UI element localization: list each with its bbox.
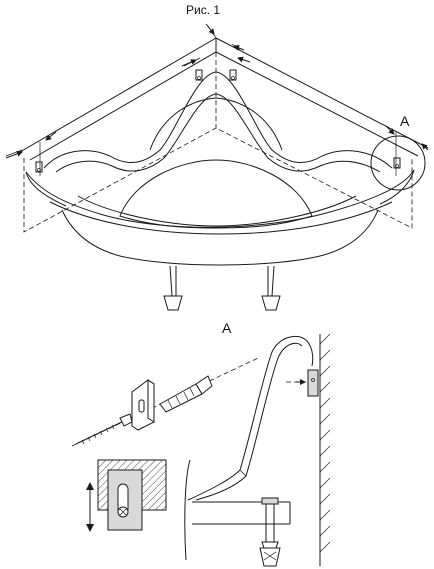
dimension-markers [5,23,429,176]
bathtub-shell [61,209,379,266]
callout-circle-a [370,135,426,191]
footprint-dash [23,127,413,233]
bathtub-floor [119,159,313,229]
vertical-adjust-arrow [86,482,94,532]
bathtub-leg-right [261,265,281,311]
bathtub-basin-rim [43,71,393,169]
bracket-left [35,161,43,173]
wall-hatched [319,333,331,566]
wall-dowel [159,375,213,413]
bracket-corner-right [229,69,237,81]
figure-title: Рис. 1 [186,3,221,17]
bracket-right [393,157,401,169]
bathtub-rim [25,169,415,228]
mounting-bracket-3d [131,379,155,431]
corner-bathtub [5,23,429,311]
mounting-screw [75,413,133,445]
wall-line-right [215,37,429,149]
detail-mounting [71,333,331,567]
support-leg [184,459,291,567]
callout-label-a: A [400,113,410,129]
wall-section-detail [97,459,167,531]
wall-bracket-side [286,369,319,397]
bathtub-leg-left [163,265,183,311]
detail-label-a: A [222,320,232,336]
bathtub-side-profile [187,336,314,501]
wall-line-left [19,37,217,153]
bracket-corner-left [195,69,203,81]
